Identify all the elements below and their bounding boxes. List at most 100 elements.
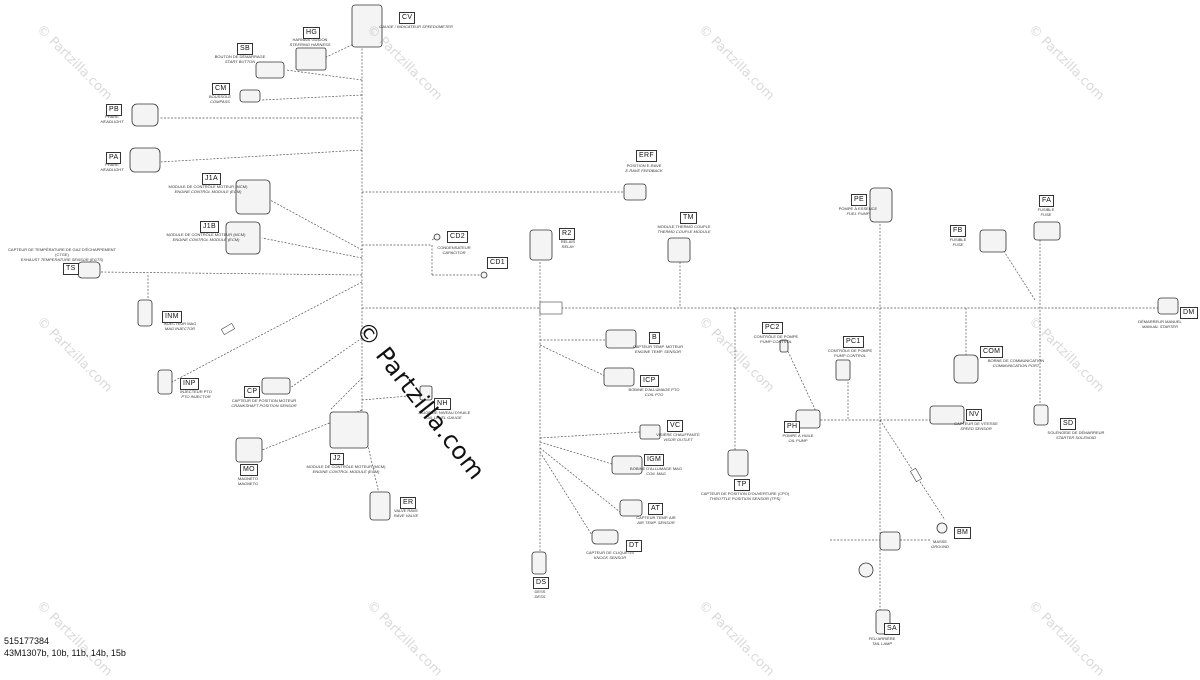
j2-connector-icon: [329, 411, 369, 449]
desc-tp: CAPTEUR DE POSITION D'OUVERTURE (CPO)THR…: [700, 491, 790, 501]
ph-connector-icon: [795, 409, 821, 429]
label-vc: VC: [667, 420, 684, 432]
label-ts: TS: [63, 263, 79, 275]
desc-cv: GAUGE / INDICATEUR SPEEDOMETER: [379, 24, 453, 29]
com-connector-icon: [953, 354, 979, 384]
sb-connector-icon: [255, 61, 285, 79]
igm-connector-icon: [611, 455, 643, 475]
desc-j1b: MODULE DE CONTRÔLE MOTEUR (MCM)ENGINE CO…: [166, 232, 246, 242]
splice-main-icon: [539, 301, 563, 315]
label-cd2: CD2: [447, 231, 468, 243]
cv-connector-icon: [351, 4, 383, 48]
mo-connector-icon: [235, 437, 263, 463]
pb-connector-icon: [131, 103, 159, 127]
pe-connector-icon: [869, 187, 893, 223]
dm-connector-icon: [1157, 297, 1179, 315]
label-inm: INM: [162, 311, 182, 323]
label-ph: PH: [784, 421, 801, 433]
label-dm: DM: [1180, 307, 1198, 319]
inp-connector-icon: [157, 369, 173, 395]
splice-marker-icon: [858, 562, 874, 578]
label-mo: MO: [240, 464, 258, 476]
desc-j2: MODULE DE CONTRÔLE MOTEUR (MCM)ENGINE CO…: [306, 464, 386, 474]
sd-connector-icon: [1033, 404, 1049, 426]
label-ds: DS: [533, 577, 550, 589]
splice-right-icon: [909, 467, 923, 483]
pc2-connector-icon: [779, 339, 789, 353]
label-dt: DT: [626, 540, 642, 552]
fa-connector-icon: [1033, 221, 1061, 241]
desc-j1a: MODULE DE CONTRÔLE MOTEUR (MCM)ENGINE CO…: [168, 184, 248, 194]
at-connector-icon: [619, 499, 643, 517]
label-r2: R2: [559, 228, 575, 240]
label-cp: CP: [244, 386, 261, 398]
tp-connector-icon: [727, 449, 749, 477]
label-cm: CM: [212, 83, 230, 95]
cd2-terminal-icon: [433, 233, 441, 241]
label-pa: PA: [106, 152, 122, 164]
pa-connector-icon: [129, 147, 161, 173]
label-b: B: [649, 332, 660, 344]
label-bm: BM: [954, 527, 972, 539]
vc-connector-icon: [639, 424, 661, 440]
label-pc1: PC1: [843, 336, 864, 348]
label-fb: FB: [950, 225, 966, 237]
model-list: 43M1307b, 10b, 11b, 14b, 15b: [4, 648, 126, 658]
nv-connector-icon: [929, 405, 965, 425]
nh-connector-icon: [419, 385, 433, 401]
label-icp: ICP: [640, 375, 659, 387]
label-tp: TP: [734, 479, 750, 491]
label-er: ER: [400, 497, 417, 509]
label-inp: INP: [180, 378, 199, 390]
j1a-connector-icon: [235, 179, 271, 215]
label-pc2: PC2: [762, 322, 783, 334]
label-sd: SD: [1060, 418, 1077, 430]
cd1-terminal-icon: [480, 271, 488, 279]
cm-connector-icon: [239, 89, 261, 103]
ds-connector-icon: [531, 551, 547, 575]
label-sa: SA: [884, 623, 900, 635]
dt-connector-icon: [591, 529, 619, 545]
er-connector-icon: [369, 491, 391, 521]
r2-connector-icon: [529, 229, 553, 261]
b-connector-icon: [605, 329, 637, 349]
label-nh: NH: [434, 398, 451, 410]
j1b-connector-icon: [225, 221, 261, 255]
label-igm: IGM: [644, 454, 665, 466]
label-erf: ERF: [636, 150, 657, 162]
fb-connector-icon: [979, 229, 1007, 253]
wiring-diagram: [77, 4, 1179, 635]
label-pe: PE: [851, 194, 867, 206]
cp-connector-icon: [261, 377, 291, 395]
label-nv: NV: [966, 409, 983, 421]
label-tm: TM: [680, 212, 697, 224]
erf-connector-icon: [623, 183, 647, 201]
part-number: 515177384: [4, 636, 50, 646]
